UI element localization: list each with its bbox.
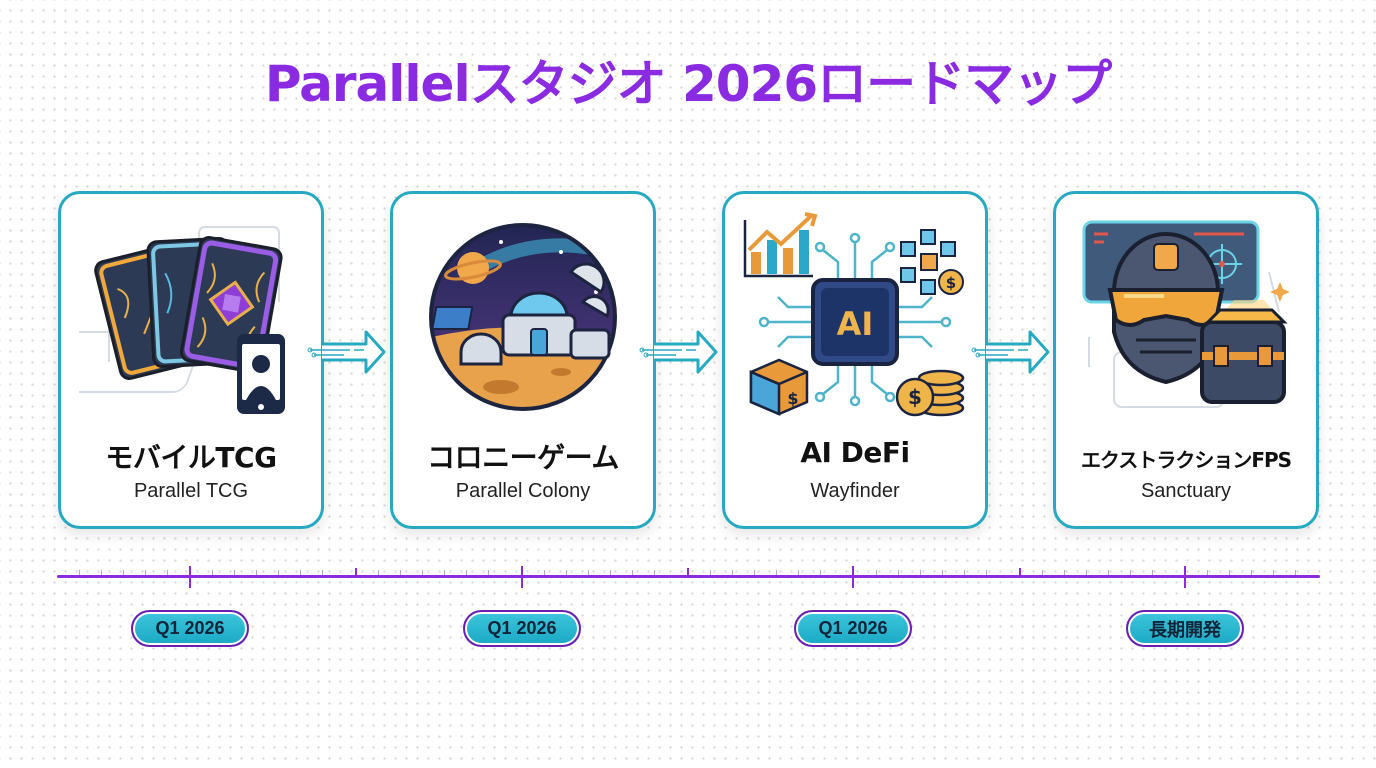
timeline-minor-tick — [1251, 570, 1252, 575]
timeline-major-tick — [852, 566, 854, 588]
card-subtitle: Wayfinder — [810, 480, 900, 502]
timeline-minor-tick — [1295, 570, 1296, 575]
timeline-minor-tick — [1086, 570, 1087, 575]
timeline-minor-tick — [322, 570, 323, 575]
roadmap-card-ai-defi: AI $ $ — [722, 191, 988, 529]
timeline-minor-tick — [1042, 570, 1043, 575]
roadmap-card-extraction-fps: エクストラクションFPS Sanctuary — [1053, 191, 1319, 529]
timeline-minor-tick — [101, 570, 102, 575]
timeline-mid-tick — [355, 568, 357, 578]
milestone-badge-fps: 長期開発 — [1126, 610, 1244, 647]
svg-text:$: $ — [946, 274, 956, 292]
space-colony-icon — [411, 212, 635, 422]
timeline-minor-tick — [79, 570, 80, 575]
timeline-minor-tick — [378, 570, 379, 575]
timeline-minor-tick — [566, 570, 567, 575]
arrow-right-icon — [639, 330, 718, 374]
timeline-minor-tick — [986, 570, 987, 575]
timeline-minor-tick — [654, 570, 655, 575]
timeline-minor-tick — [732, 570, 733, 575]
roadmap-card-mobile-tcg: モバイルTCG Parallel TCG — [35, 191, 324, 529]
card-subtitle: Parallel TCG — [133, 480, 249, 502]
trading-cards-phone-icon — [35, 212, 303, 422]
ai-chip-defi-icon: AI $ $ — [743, 212, 967, 422]
timeline-minor-tick — [1273, 570, 1274, 575]
timeline-mid-tick — [1019, 568, 1021, 578]
helmet-lootbox-icon — [1074, 212, 1298, 422]
timeline-minor-tick — [167, 570, 168, 575]
timeline-minor-tick — [876, 570, 877, 575]
timeline-minor-tick — [1152, 570, 1153, 575]
arrow-right-icon — [307, 330, 386, 374]
timeline-minor-tick — [234, 570, 235, 575]
card-title: AI DeFi — [800, 436, 910, 469]
timeline-minor-tick — [1064, 570, 1065, 575]
timeline-minor-tick — [1130, 570, 1131, 575]
milestone-badge-ai-defi: Q1 2026 — [794, 610, 912, 647]
timeline-minor-tick — [820, 570, 821, 575]
timeline-minor-tick — [1108, 570, 1109, 575]
timeline-minor-tick — [964, 570, 965, 575]
timeline-minor-tick — [942, 570, 943, 575]
milestone-badge-tcg: Q1 2026 — [131, 610, 249, 647]
svg-text:$: $ — [908, 385, 922, 409]
timeline-minor-tick — [466, 570, 467, 575]
card-title: モバイルTCG — [105, 441, 277, 474]
timeline-minor-tick — [1229, 570, 1230, 575]
timeline-major-tick — [189, 566, 191, 588]
milestone-badge-colony: Q1 2026 — [463, 610, 581, 647]
timeline-major-tick — [521, 566, 523, 588]
timeline-minor-tick — [776, 570, 777, 575]
svg-text:AI: AI — [837, 305, 874, 343]
timeline-minor-tick — [212, 570, 213, 575]
timeline-minor-tick — [300, 570, 301, 575]
timeline-minor-tick — [610, 570, 611, 575]
timeline-major-tick — [1184, 566, 1186, 588]
timeline-minor-tick — [1207, 570, 1208, 575]
timeline-minor-tick — [123, 570, 124, 575]
timeline-minor-tick — [488, 570, 489, 575]
timeline-minor-tick — [544, 570, 545, 575]
timeline-minor-tick — [422, 570, 423, 575]
arrow-right-icon — [971, 330, 1050, 374]
timeline-minor-tick — [632, 570, 633, 575]
timeline-mid-tick — [687, 568, 689, 578]
page-title: Parallelスタジオ 2026ロードマップ — [264, 55, 1112, 113]
timeline-minor-tick — [798, 570, 799, 575]
svg-text:$: $ — [787, 389, 798, 408]
card-subtitle: Sanctuary — [1140, 480, 1232, 502]
card-title: エクストラクションFPS — [1080, 448, 1292, 472]
timeline-minor-tick — [898, 570, 899, 575]
timeline-minor-tick — [444, 570, 445, 575]
timeline-minor-tick — [920, 570, 921, 575]
timeline-minor-tick — [145, 570, 146, 575]
timeline-minor-tick — [754, 570, 755, 575]
timeline-minor-tick — [256, 570, 257, 575]
timeline-minor-tick — [588, 570, 589, 575]
timeline-minor-tick — [278, 570, 279, 575]
timeline-minor-tick — [400, 570, 401, 575]
roadmap-card-colony-game: コロニーゲーム Parallel Colony — [390, 191, 656, 529]
card-subtitle: Parallel Colony — [455, 480, 591, 502]
timeline-minor-tick — [710, 570, 711, 575]
card-title: コロニーゲーム — [427, 441, 619, 474]
